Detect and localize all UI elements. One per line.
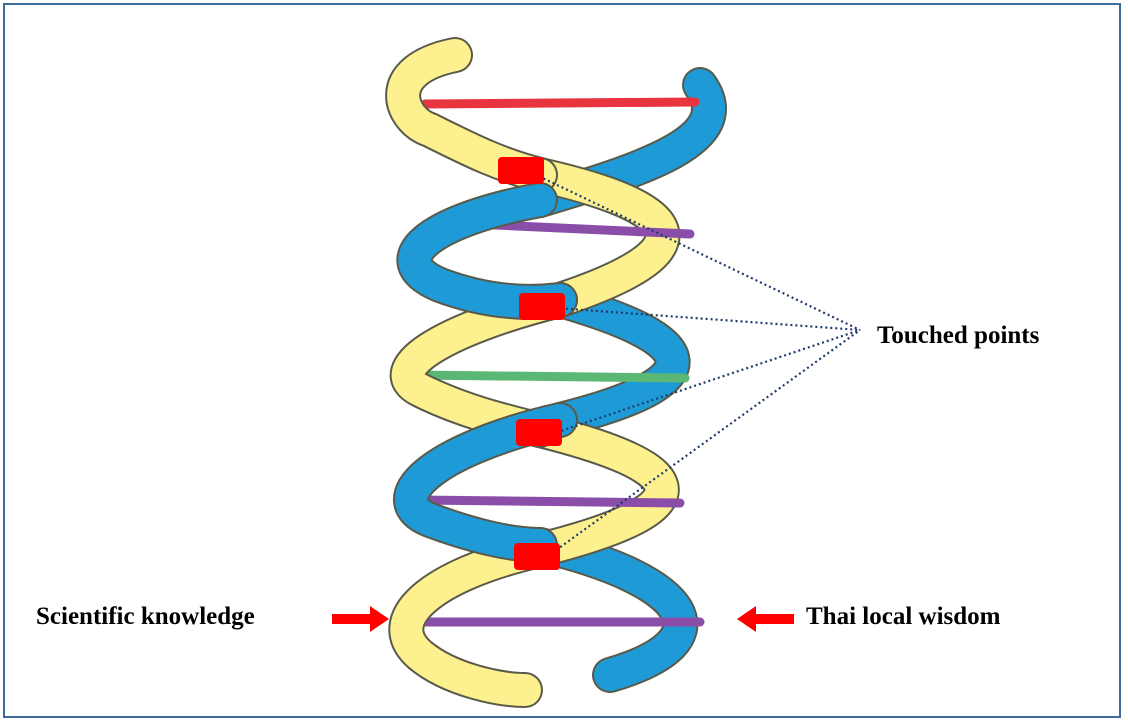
rung-red bbox=[425, 102, 695, 104]
right-arrow-icon bbox=[737, 606, 794, 632]
left-arrow-icon bbox=[332, 606, 389, 632]
touch-point-1 bbox=[498, 157, 544, 184]
blue-strand-back-3-fill bbox=[540, 545, 680, 675]
scientific-knowledge-label: Scientific knowledge bbox=[36, 603, 255, 631]
touched-points-label: Touched points bbox=[877, 322, 1039, 350]
touch-point-2 bbox=[519, 293, 565, 320]
blue-strand-front-1-fill bbox=[414, 200, 560, 302]
touch-point-4 bbox=[514, 543, 560, 570]
rung-green bbox=[412, 375, 685, 378]
thai-local-wisdom-label: Thai local wisdom bbox=[806, 603, 1000, 631]
touch-point-3 bbox=[516, 419, 562, 446]
rung-purple-2 bbox=[418, 500, 680, 503]
